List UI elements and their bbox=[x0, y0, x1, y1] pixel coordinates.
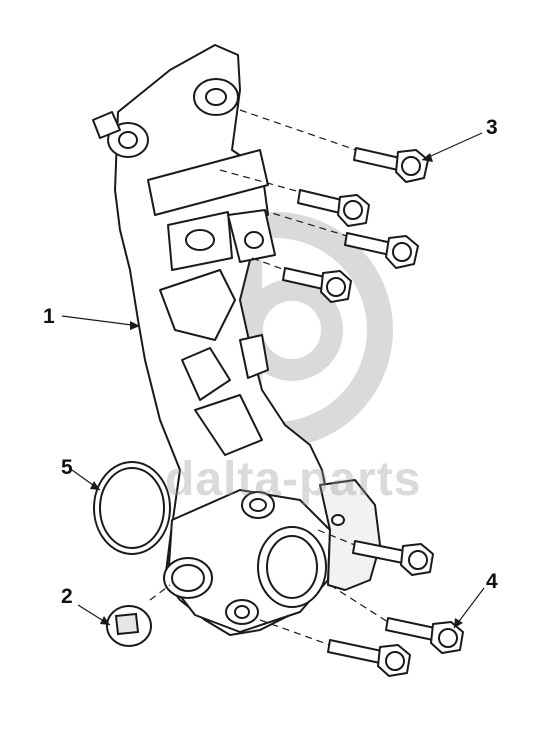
bolt bbox=[352, 540, 434, 576]
leader-1 bbox=[61, 315, 141, 327]
callout-4: 4 bbox=[486, 570, 498, 593]
plug-part-2 bbox=[106, 605, 152, 647]
bolt bbox=[282, 267, 352, 303]
bolt bbox=[353, 147, 429, 183]
callout-5: 5 bbox=[61, 456, 73, 479]
callout-2: 2 bbox=[61, 585, 73, 608]
leader-3 bbox=[421, 132, 483, 161]
leader-lines bbox=[61, 132, 485, 629]
assembly-lines bbox=[149, 109, 389, 646]
bolts-part-4 bbox=[327, 540, 464, 677]
callout-3: 3 bbox=[486, 116, 498, 139]
bolt bbox=[385, 617, 464, 654]
bracket-part-1 bbox=[92, 44, 381, 636]
watermark-text: dalta-parts bbox=[165, 453, 422, 506]
bolt bbox=[327, 639, 411, 677]
callout-1: 1 bbox=[43, 305, 55, 328]
bolt bbox=[344, 232, 419, 269]
o-ring-part-5 bbox=[93, 461, 171, 555]
bolts-part-3 bbox=[282, 147, 429, 303]
bolt bbox=[297, 189, 370, 227]
